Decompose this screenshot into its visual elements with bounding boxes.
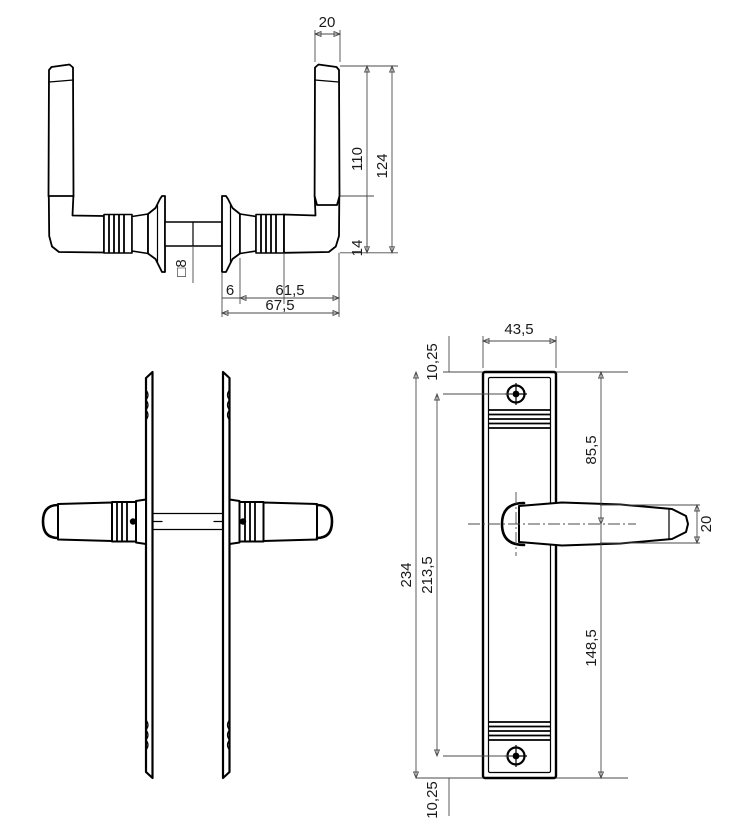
dimension-plate-length-234: 234 (398, 370, 420, 780)
left-lever-grip (47, 63, 75, 206)
dim-label-43-5: 43,5 (504, 321, 533, 338)
spindle-bar (164, 221, 223, 247)
dimension-lever-width-20: 20 (313, 14, 342, 62)
right-lever-neck (283, 195, 341, 254)
right-backplate-break-bottom (226, 719, 231, 751)
dimension-handle-above-85-5: 85,5 (583, 370, 605, 526)
edge-view-right-handle (228, 498, 334, 545)
right-handle-pin (239, 518, 247, 525)
view-top-side-elevation: 20 110 124 (47, 14, 398, 317)
dimension-edge-top-10-25: 10,25 (424, 336, 513, 395)
right-handle-assembly (221, 63, 341, 273)
left-rosette (147, 195, 166, 273)
callout-spindle-square-8: □8 (173, 246, 194, 283)
dim-label-10-25-top: 10,25 (424, 343, 441, 381)
dim-label-85-5: 85,5 (583, 435, 600, 464)
dimension-handle-below-148-5: 148,5 (583, 524, 605, 780)
dimension-rosette-thickness-6: 6 (222, 282, 240, 299)
dim-label-61-5: 61,5 (275, 282, 304, 299)
backplate-inner-bevel (487, 376, 552, 774)
dim-label-148-5: 148,5 (583, 629, 600, 667)
left-handle-boss (135, 498, 147, 545)
dim-label-10-25-bottom: 10,25 (424, 781, 441, 819)
backplate-outer (481, 370, 558, 780)
right-collar-ribs (260, 214, 277, 253)
dimension-spindle-projection-61-5: 61,5 (238, 282, 341, 302)
right-shank (239, 213, 257, 255)
right-backplate-edge (221, 370, 231, 780)
left-backplate-break-bottom (145, 719, 149, 751)
right-grip-seam (314, 79, 340, 83)
left-shank (131, 213, 149, 255)
view-bottom-left-edge-elevation (41, 370, 334, 780)
left-handle-collar-ribs (116, 502, 128, 542)
edge-view-spindle (151, 512, 224, 531)
top-rib-band (489, 409, 550, 429)
dim-label-14: 14 (349, 240, 366, 257)
left-handle-pin (129, 518, 137, 525)
dim-label-67-5: 67,5 (265, 297, 294, 314)
dim-label-110: 110 (349, 147, 366, 171)
dimension-lever-height-20: 20 (693, 503, 715, 545)
dimension-handle-height-124: 124 (374, 64, 396, 255)
top-screw (505, 383, 527, 405)
left-collar-ribs (108, 214, 125, 253)
dim-label-square-8: □8 (173, 259, 190, 276)
right-handle-tip (315, 503, 334, 540)
right-handle-boss (228, 498, 241, 545)
bottom-rib-lines (489, 721, 550, 741)
dimension-screw-centres-213-5: 213,5 (419, 392, 441, 758)
dim-label-6: 6 (226, 282, 234, 299)
dimension-plate-width-43-5: 43,5 (481, 321, 558, 368)
left-backplate-break-top (145, 389, 149, 421)
left-handle-assembly (47, 63, 166, 273)
right-backplate-break-top (226, 389, 231, 421)
right-lever-grip (313, 63, 341, 206)
dimension-handle-height-110: 110 (349, 64, 371, 255)
dim-label-20-right: 20 (698, 516, 715, 533)
left-backplate-edge (144, 370, 154, 780)
handle-hub-ring (500, 501, 526, 547)
dim-label-124: 124 (374, 153, 391, 178)
edge-view-left-handle (41, 498, 147, 545)
left-lever-neck (47, 195, 105, 254)
dim-label-234: 234 (398, 562, 415, 587)
left-handle-tip (41, 503, 60, 540)
top-rib-lines (489, 409, 550, 429)
dim-label-213-5: 213,5 (419, 556, 436, 594)
view-bottom-right-front-elevation: 43,5 10,25 234 213,5 (398, 321, 715, 819)
dim-label-20-top: 20 (319, 14, 336, 31)
left-grip-seam (48, 79, 74, 83)
dimension-collar-height-14: 14 (349, 196, 368, 257)
dimension-total-depth-67-5: 67,5 (220, 297, 341, 317)
dimension-edge-bottom-10-25: 10,25 (416, 755, 513, 819)
bottom-rib-band (489, 721, 550, 741)
right-handle-barrel (262, 501, 318, 542)
left-handle-barrel (57, 501, 113, 542)
